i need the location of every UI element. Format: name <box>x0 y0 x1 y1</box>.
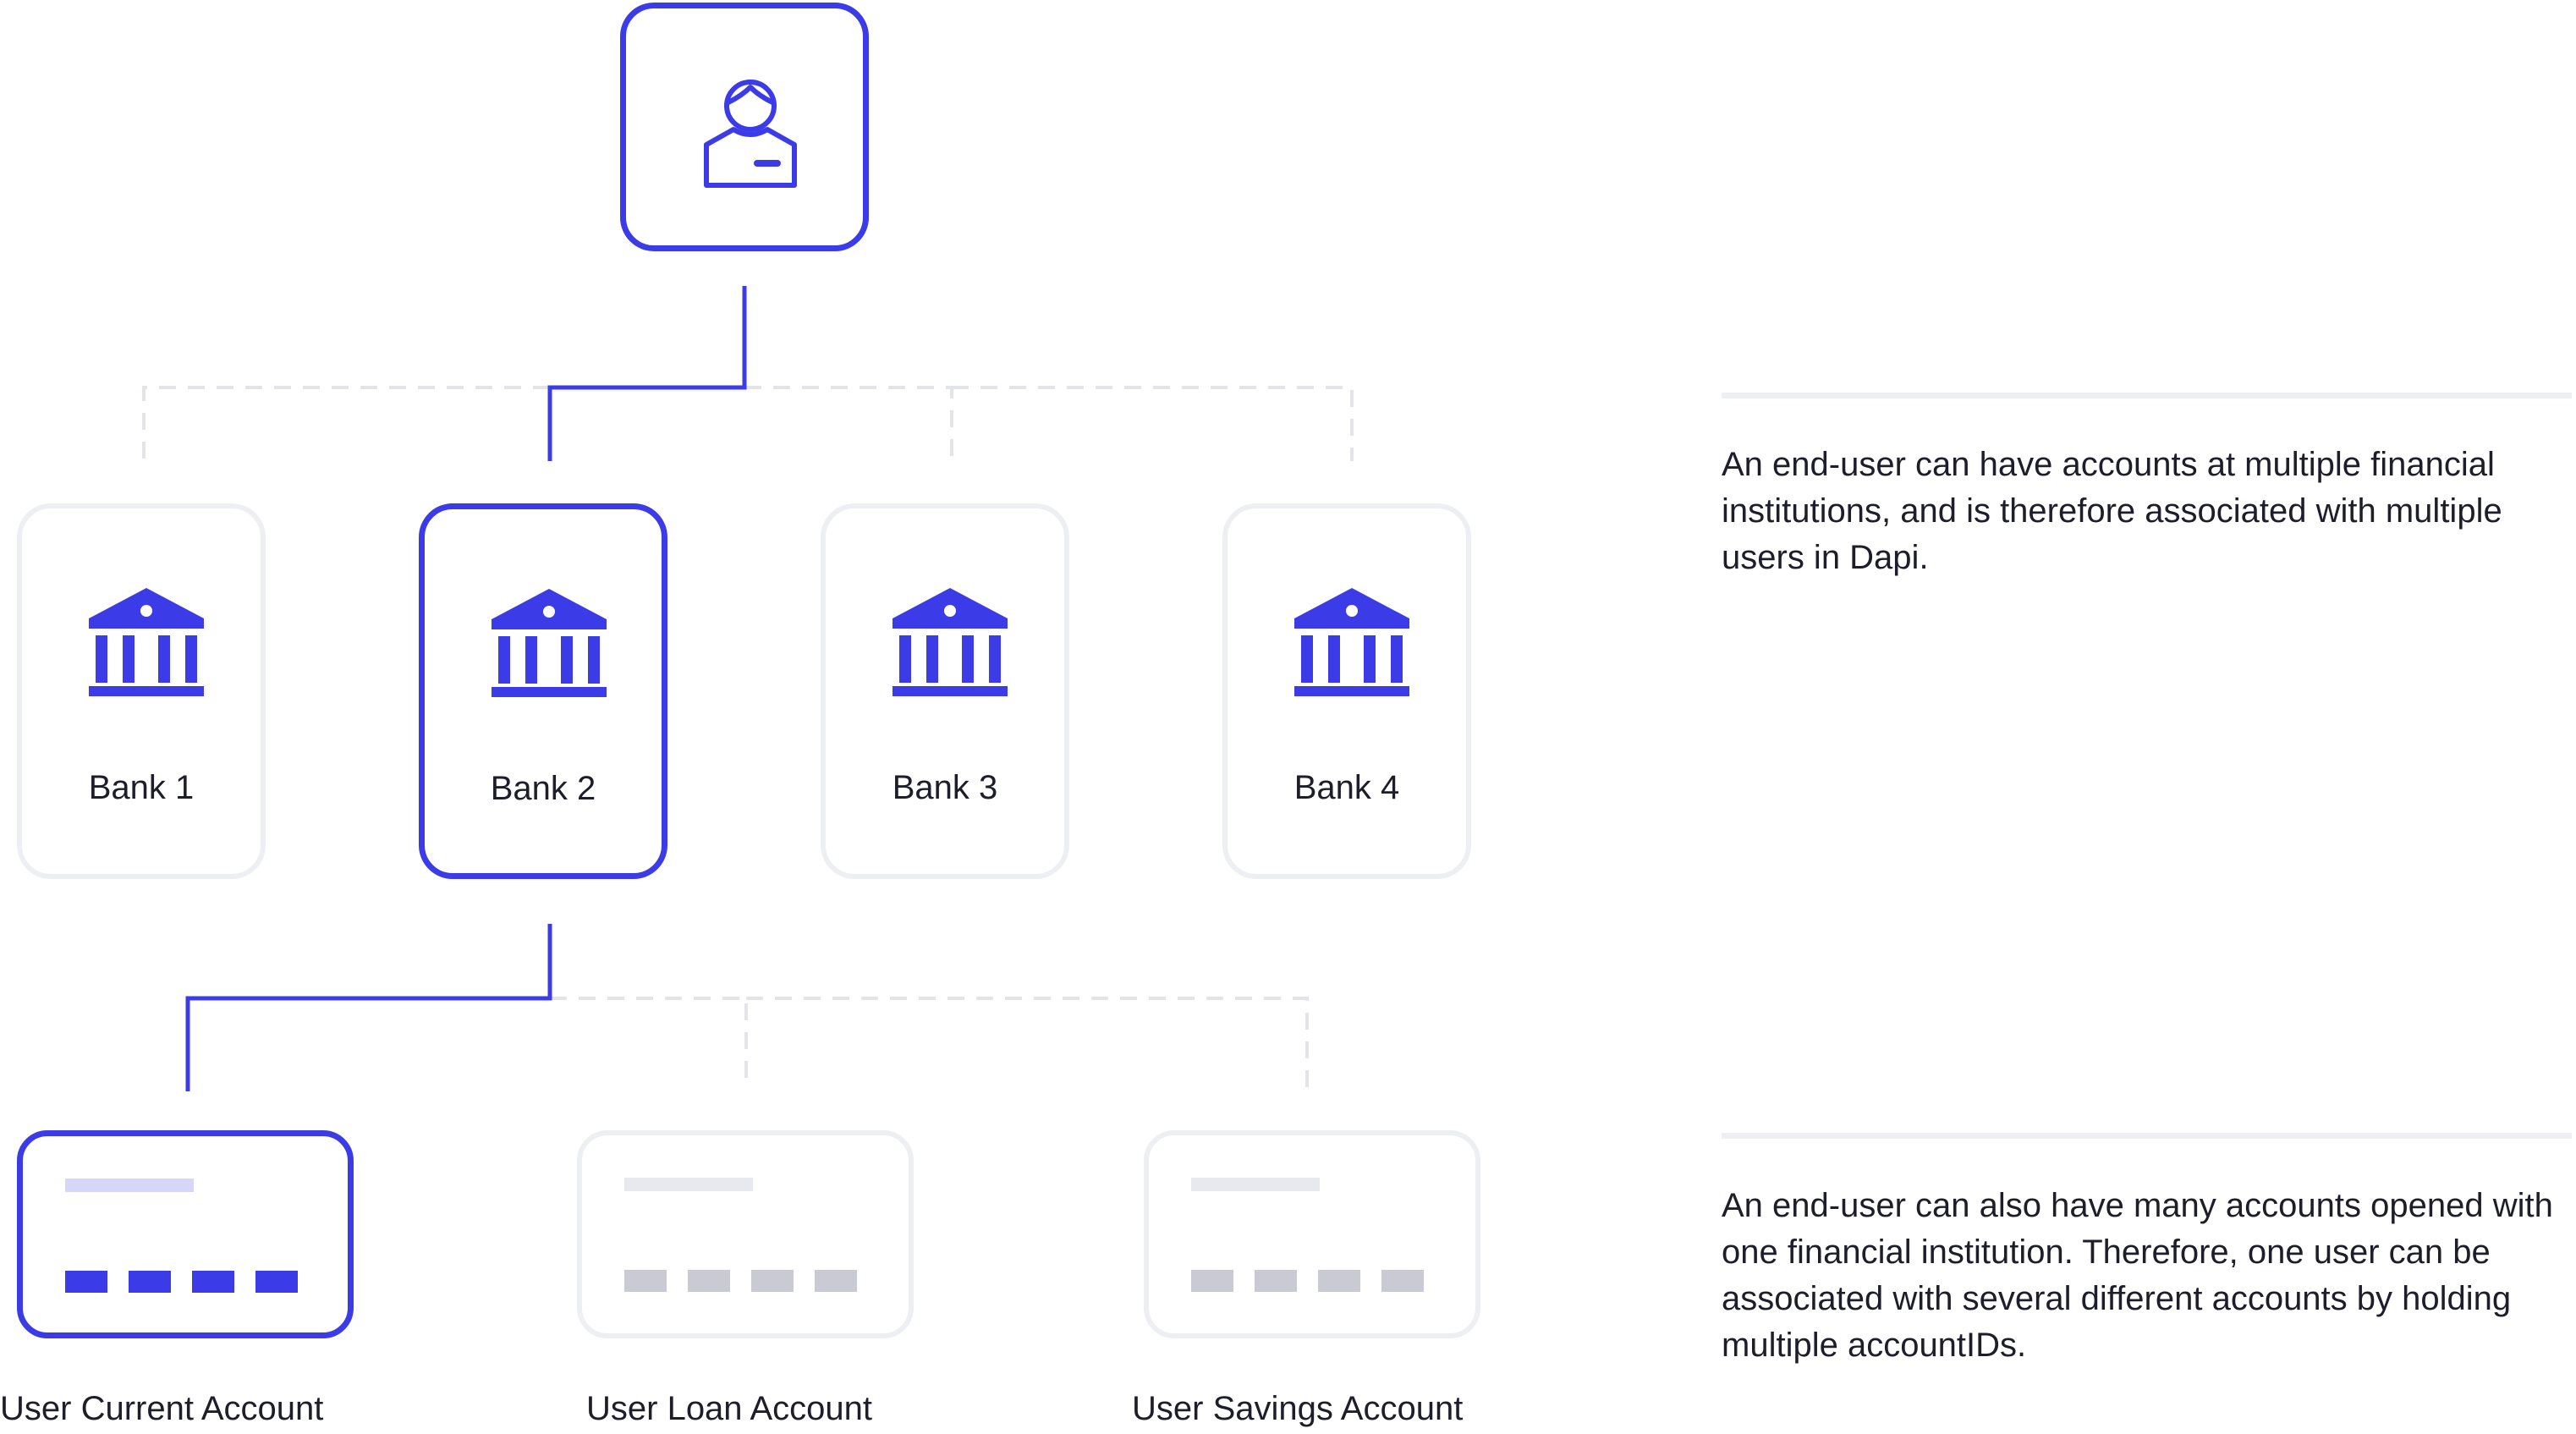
bank-label: Bank 4 <box>1293 769 1400 806</box>
account-node-savings[interactable] <box>1144 1130 1480 1338</box>
account-label-loan: User Loan Account <box>586 1390 872 1427</box>
dashed-line-bank-4 <box>952 386 1354 461</box>
account-node-loan[interactable] <box>577 1130 914 1338</box>
bank-icon <box>89 588 204 696</box>
bank-icon <box>1294 588 1409 696</box>
account-number-block <box>129 1271 171 1293</box>
active-line-bank-2-to-current-account <box>185 924 552 1091</box>
dashed-line-bank-3 <box>744 386 953 461</box>
account-number-block <box>255 1271 298 1293</box>
account-number-block <box>1255 1270 1297 1292</box>
dashed-line-bank-1 <box>142 386 550 461</box>
bank-icon <box>492 589 607 697</box>
bank-label: Bank 3 <box>892 769 998 806</box>
account-number-block <box>751 1270 794 1292</box>
user-icon <box>704 80 797 188</box>
bank-node-3[interactable]: Bank 3 <box>821 503 1069 879</box>
account-number-block <box>688 1270 730 1292</box>
bank-label: Bank 2 <box>490 770 596 807</box>
active-line-user-to-bank-2 <box>547 286 747 461</box>
account-label-savings: User Savings Account <box>1132 1390 1464 1427</box>
active-connectors <box>185 286 747 1091</box>
account-card-title-bar <box>624 1178 753 1191</box>
account-card-title-bar <box>1191 1178 1320 1191</box>
bank-icon <box>893 588 1008 696</box>
description-multiple-accounts: An end-user can also have many accounts … <box>1722 1187 2553 1364</box>
bank-label: Bank 1 <box>88 769 195 806</box>
divider-rule <box>1722 393 2572 398</box>
description-multiple-institutions: An end-user can have accounts at multipl… <box>1722 446 2502 576</box>
divider-rule <box>1722 1133 2572 1139</box>
dashed-line-savings-account <box>746 997 1309 1087</box>
account-number-block <box>1318 1270 1360 1292</box>
account-number-block <box>65 1271 107 1293</box>
account-node-current[interactable] <box>17 1130 354 1338</box>
account-number-block <box>1381 1270 1424 1292</box>
bank-node-2[interactable]: Bank 2 <box>419 503 667 879</box>
account-card-title-bar <box>65 1179 194 1192</box>
account-number-block <box>815 1270 857 1292</box>
account-number-block <box>192 1271 234 1293</box>
account-number-block <box>1191 1270 1233 1292</box>
dashed-line-loan-account <box>550 997 748 1087</box>
end-user-node[interactable] <box>620 3 869 251</box>
account-number-block <box>624 1270 667 1292</box>
bank-node-4[interactable]: Bank 4 <box>1222 503 1471 879</box>
dashed-connectors <box>142 386 1354 1087</box>
account-label-current: User Current Account <box>0 1390 324 1427</box>
bank-node-1[interactable]: Bank 1 <box>17 503 266 879</box>
